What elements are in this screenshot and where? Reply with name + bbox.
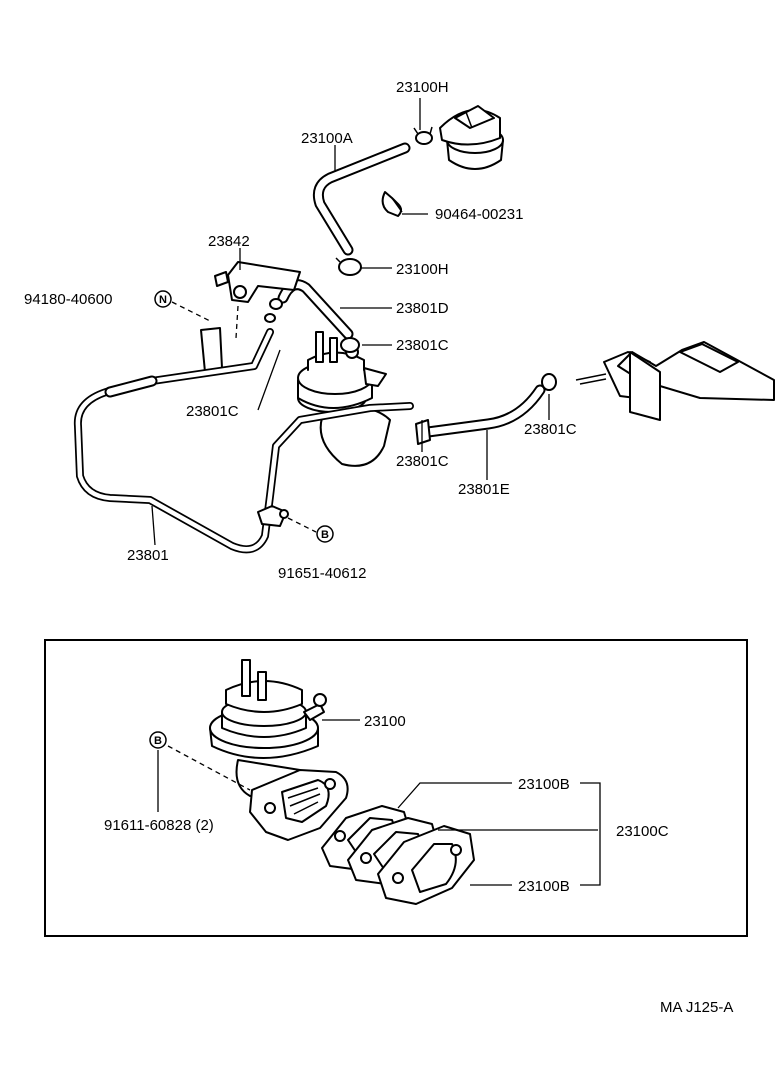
label-23100C: 23100C <box>616 823 669 840</box>
label-23100H-top: 23100H <box>396 79 449 96</box>
label-91651-40612: 91651-40612 <box>278 565 366 582</box>
label-23100: 23100 <box>364 713 406 730</box>
clip-23801C-right <box>340 337 557 445</box>
hose-23801D <box>277 279 354 340</box>
fuel-pump-detail <box>209 659 327 797</box>
hose-23801E <box>422 384 546 438</box>
pipe-23801 <box>73 328 414 554</box>
clip-23100H-mid <box>335 257 362 276</box>
clip-23100H-top <box>413 126 433 145</box>
label-23842: 23842 <box>208 233 250 250</box>
label-23801C-far: 23801C <box>524 421 577 438</box>
label-23100H-mid: 23100H <box>396 261 449 278</box>
n-marker: N <box>154 290 172 308</box>
clip-23801C-upper <box>264 298 283 323</box>
clamp-90464-00231 <box>381 191 403 217</box>
hose-23100A <box>312 142 411 256</box>
gasket-23100B-front <box>377 825 475 905</box>
label-23801: 23801 <box>127 547 169 564</box>
b-marker-top: B <box>316 525 334 543</box>
carburetor <box>575 341 775 421</box>
reference-code: MA J125-A <box>660 999 733 1016</box>
pump-flange <box>249 769 349 841</box>
svg-text:B: B <box>154 735 162 747</box>
label-94180-40600: 94180-40600 <box>24 291 112 308</box>
bracket-23842 <box>200 261 301 373</box>
label-23801E: 23801E <box>458 481 510 498</box>
fuel-filter <box>439 105 504 170</box>
svg-text:N: N <box>159 294 167 306</box>
label-90464-00231: 90464-00231 <box>435 206 523 223</box>
label-23801D: 23801D <box>396 300 449 317</box>
label-23100A: 23100A <box>301 130 353 147</box>
label-23801C-right: 23801C <box>396 337 449 354</box>
b-marker-bottom: B <box>149 731 167 749</box>
fuel-pump-top <box>297 331 391 467</box>
label-91611-60828: 91611-60828 (2) <box>104 817 214 834</box>
label-23801C-mid: 23801C <box>396 453 449 470</box>
label-23100B-top: 23100B <box>518 776 570 793</box>
svg-text:B: B <box>321 529 329 541</box>
label-23100B-bottom: 23100B <box>518 878 570 895</box>
inset-frame <box>44 639 748 937</box>
label-23801C-left: 23801C <box>186 403 239 420</box>
